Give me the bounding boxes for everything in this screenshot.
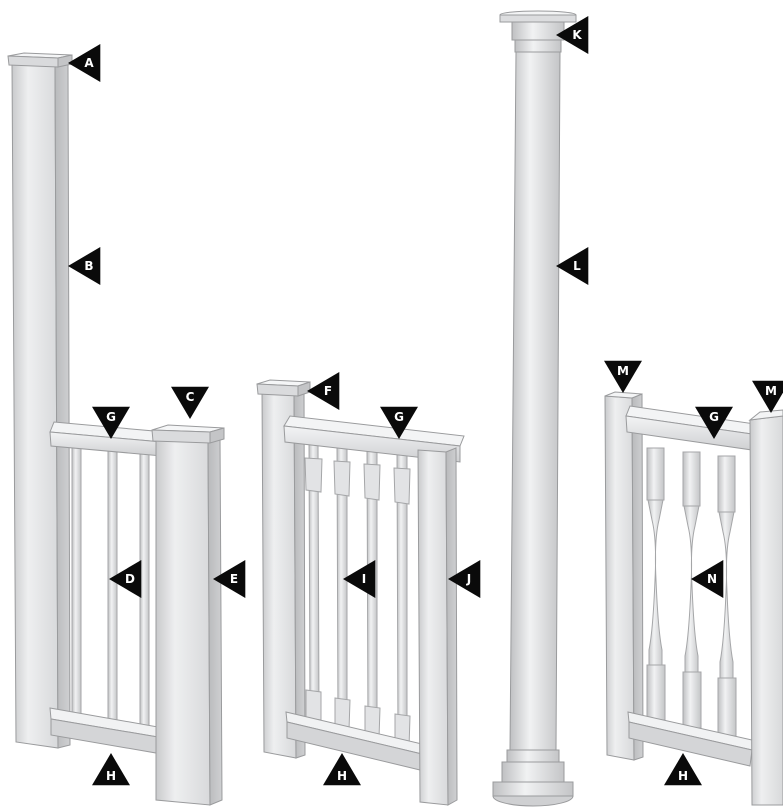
marker-H-1: H [92, 753, 130, 785]
marker-H-1-label: H [106, 769, 116, 783]
left-post-cap-F [257, 380, 310, 396]
round-column [493, 11, 576, 806]
column-shaft [510, 52, 560, 750]
marker-F-label: F [324, 384, 332, 398]
marker-D-label: D [125, 572, 135, 586]
marker-L-label: L [573, 259, 581, 273]
marker-M-2: M [752, 381, 783, 413]
right-post-J [418, 448, 457, 805]
marker-N: N [691, 560, 723, 598]
marker-M-1: M [604, 361, 642, 393]
top-rail-3 [626, 406, 755, 450]
assembly-square-baluster-rail [257, 380, 464, 805]
marker-H-2: H [323, 753, 361, 785]
marker-B: B [68, 247, 100, 285]
marker-H-2-label: H [337, 769, 347, 783]
marker-E-label: E [230, 572, 238, 586]
square-balusters [305, 440, 410, 748]
marker-A-label: A [84, 56, 94, 70]
marker-G-1-label: G [106, 410, 116, 424]
marker-H-3-label: H [678, 769, 688, 783]
assembly-turned-baluster-rail [605, 392, 783, 805]
marker-L-triangle [556, 247, 588, 285]
marker-M-1-label: M [617, 364, 629, 378]
short-post-cap [152, 425, 224, 443]
short-post [156, 436, 222, 805]
right-post-M [750, 410, 783, 805]
marker-B-label: B [84, 259, 93, 273]
column-base [493, 750, 573, 806]
tall-post-cap [8, 53, 72, 67]
marker-I-label: I [362, 572, 366, 586]
left-post-M [605, 392, 643, 760]
marker-G-3-label: G [709, 410, 719, 424]
marker-I-triangle [343, 560, 375, 598]
marker-J-label: J [466, 572, 471, 586]
marker-M-2-label: M [765, 384, 777, 398]
tall-post [12, 63, 70, 748]
marker-G-2-label: G [394, 410, 404, 424]
marker-N-label: N [707, 572, 717, 586]
marker-F: F [307, 372, 339, 410]
marker-A: A [68, 44, 100, 82]
marker-C: C [171, 387, 209, 419]
marker-C-label: C [186, 390, 195, 404]
marker-K-label: K [572, 28, 582, 42]
marker-H-3: H [664, 753, 702, 785]
marker-I: I [343, 560, 375, 598]
marker-L: L [556, 247, 588, 285]
